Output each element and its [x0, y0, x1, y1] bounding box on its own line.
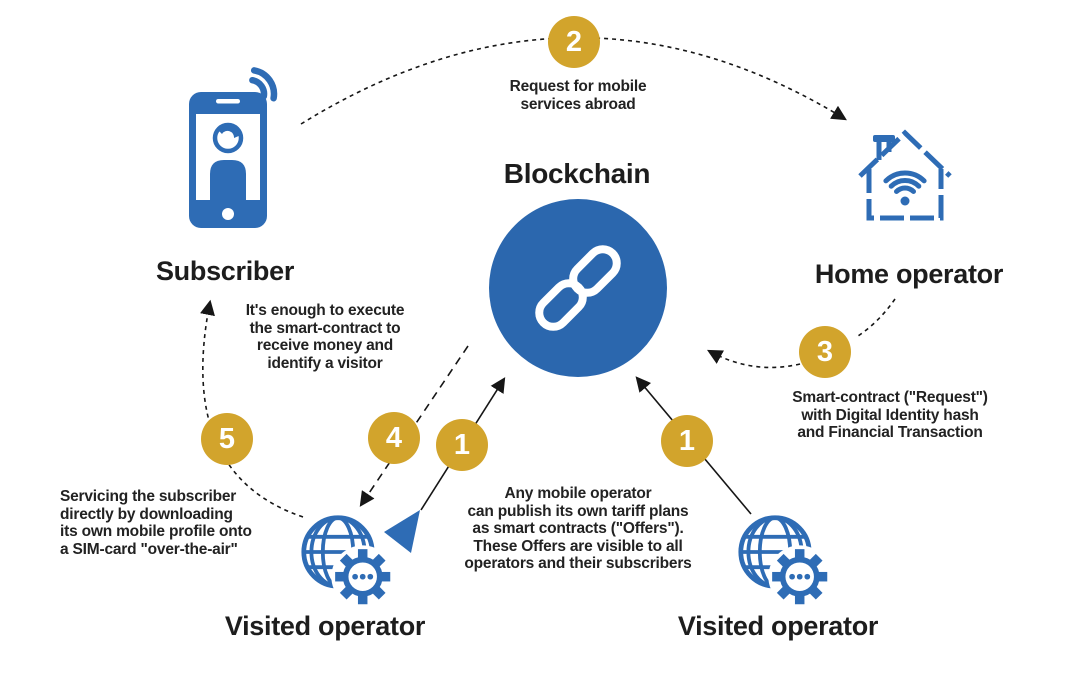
wifi-icon: [883, 170, 927, 194]
step-badge-3: 3: [799, 326, 851, 378]
phone-speaker: [216, 99, 240, 104]
step2-annotation: Request for mobile services abroad: [509, 78, 647, 113]
chimney-cap: [873, 135, 895, 142]
house-roof: [858, 129, 952, 178]
blockchain-node: [489, 199, 667, 377]
globe-gear-icon: [738, 515, 832, 609]
step-badge-2: 2: [548, 16, 600, 68]
house-wifi-icon: [858, 129, 952, 221]
house-walls: [866, 169, 944, 221]
wifi-dot: [900, 196, 910, 206]
step-badge-4: 4: [368, 412, 420, 464]
arrow-step3-home-to-badge: [857, 298, 896, 337]
smartphone-person-wifi-icon: [189, 67, 278, 228]
execute-note-annotation: It's enough to execute the smart-contrac…: [245, 302, 405, 372]
globe-gear-icon: [301, 515, 395, 609]
person-hair: [218, 124, 241, 138]
visited-operator-left-label: Visited operator: [224, 611, 426, 641]
step3-annotation: Smart-contract ("Request") with Digital …: [792, 389, 988, 441]
step5-annotation: Servicing the subscriber directly by dow…: [60, 488, 252, 558]
subscriber-label: Subscriber: [155, 256, 295, 286]
step1-annotation: Any mobile operator can publish its own …: [464, 485, 692, 572]
blockchain-label: Blockchain: [503, 158, 651, 189]
step-badge-5: 5: [201, 413, 253, 465]
person-shoulders: [210, 160, 246, 200]
home-operator-label: Home operator: [814, 259, 1004, 289]
step-badge-1-right: 1: [661, 415, 713, 467]
arrow-step3-badge-to-blockchain: [706, 349, 801, 369]
chain-link-icon: [535, 245, 621, 331]
visited-operator-right-label: Visited operator: [677, 611, 879, 641]
house-chimney: [876, 142, 892, 160]
step-badge-1-left: 1: [436, 419, 488, 471]
phone-home-button: [222, 208, 234, 220]
ellipsis-dots: [789, 573, 811, 580]
ellipsis-dots: [352, 573, 374, 580]
wifi-waves-icon: [249, 67, 278, 102]
